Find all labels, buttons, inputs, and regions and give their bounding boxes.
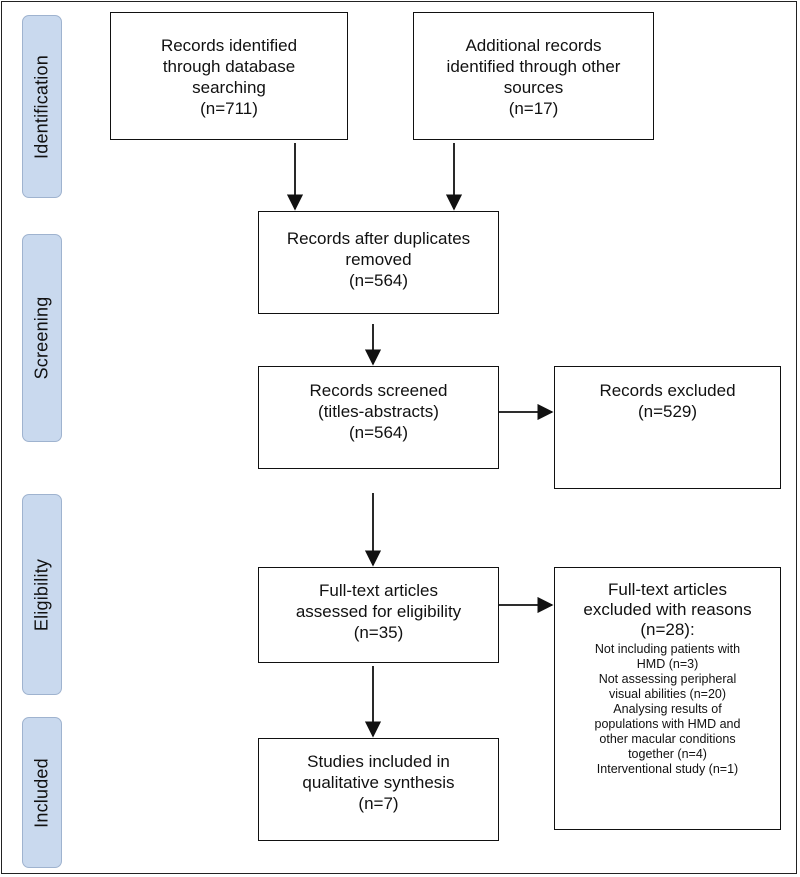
box-records-excluded: Records excluded (n=529) <box>554 366 781 489</box>
exclusion-reason: Not including patients with HMD (n=3) <box>594 642 741 671</box>
phase-screening: Screening <box>22 234 62 442</box>
phase-identification: Identification <box>22 15 62 198</box>
exclusion-reason: Not assessing peripheral visual abilitie… <box>598 672 737 701</box>
box-fulltext-assessed-text: Full-text articles assessed for eligibil… <box>295 581 462 642</box>
box-records-excluded-text: Records excluded (n=529) <box>599 381 736 421</box>
box-fulltext-assessed: Full-text articles assessed for eligibil… <box>258 567 499 663</box>
phase-eligibility: Eligibility <box>22 494 62 695</box>
fulltext-excluded-title: Full-text articles excluded with reasons <box>583 580 752 619</box>
box-database-search: Records identified through database sear… <box>110 12 348 140</box>
phase-included: Included <box>22 717 62 868</box>
box-included-studies-text: Studies included in qualitative synthesi… <box>302 752 455 813</box>
exclusion-reasons-list: Not including patients with HMD (n=3) No… <box>555 642 780 777</box>
box-after-duplicates: Records after duplicates removed (n=564) <box>258 211 499 314</box>
box-included-studies: Studies included in qualitative synthesi… <box>258 738 499 841</box>
box-fulltext-excluded: Full-text articles excluded with reasons… <box>554 567 781 830</box>
box-other-sources-text: Additional records identified through ot… <box>446 36 621 118</box>
exclusion-reason: Interventional study (n=1) <box>596 762 739 776</box>
box-other-sources: Additional records identified through ot… <box>413 12 654 140</box>
exclusion-reason: Analysing results of populations with HM… <box>594 702 741 761</box>
box-records-screened-text: Records screened (titles-abstracts) (n=5… <box>309 381 448 442</box>
box-after-duplicates-text: Records after duplicates removed (n=564) <box>286 229 471 290</box>
fulltext-excluded-count: (n=28): <box>640 620 695 639</box>
box-database-search-text: Records identified through database sear… <box>160 36 298 118</box>
box-records-screened: Records screened (titles-abstracts) (n=5… <box>258 366 499 469</box>
